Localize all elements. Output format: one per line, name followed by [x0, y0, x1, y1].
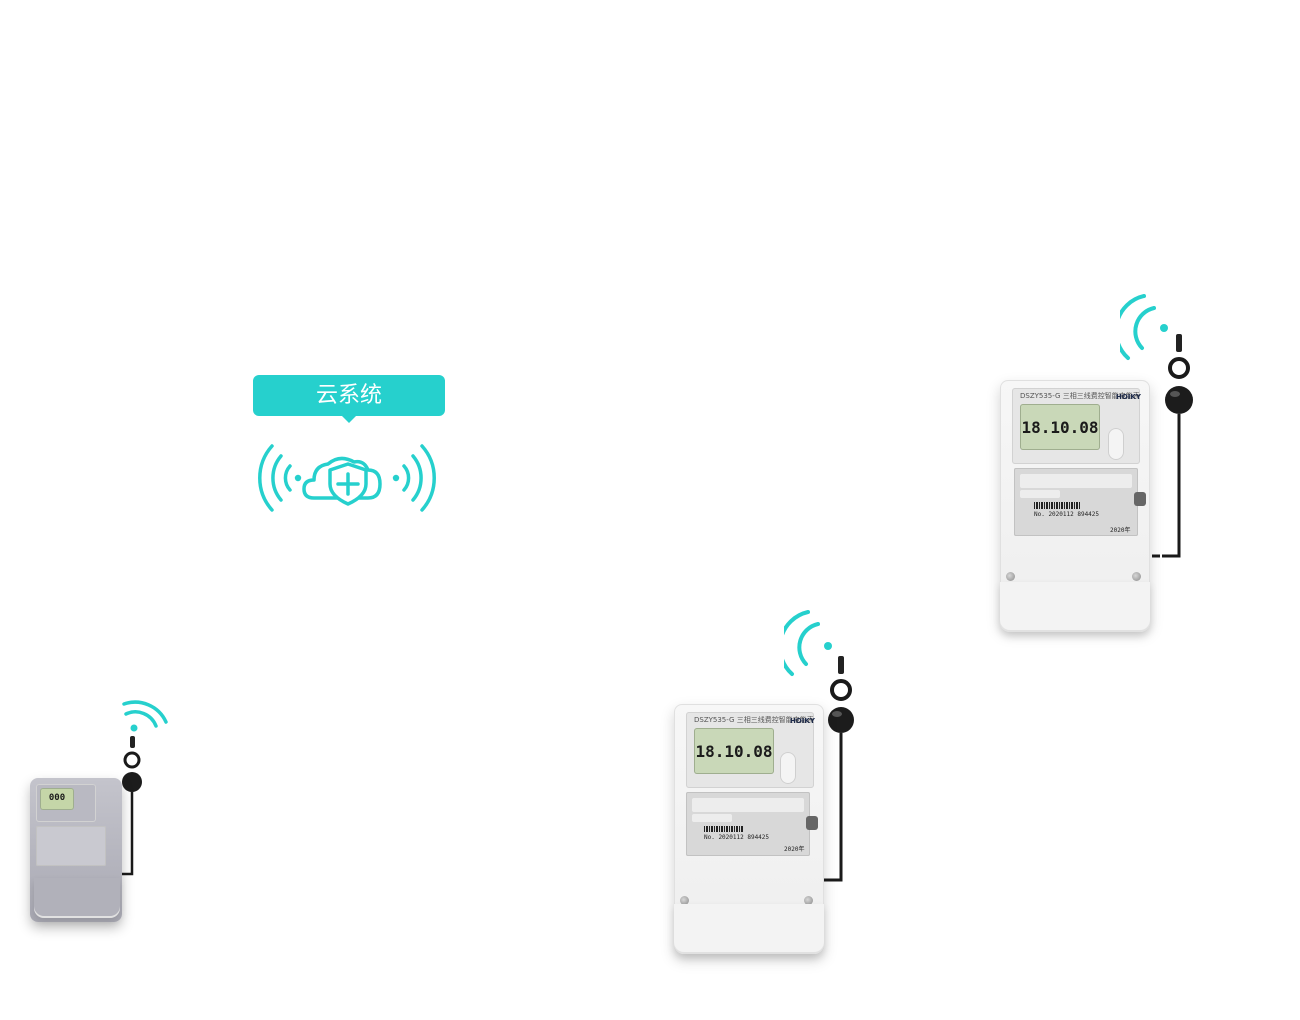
antenna-icon — [120, 736, 142, 876]
wifi-signal-icon — [784, 610, 832, 676]
meter-button — [780, 752, 796, 784]
meter-display-value: 18.10.08 — [695, 742, 773, 761]
meter-display-value: 000 — [48, 793, 66, 803]
barcode — [1034, 502, 1080, 509]
meter-button — [1108, 428, 1124, 460]
wifi-signal-icon — [122, 700, 168, 732]
cloud-system-label: 云系统 — [253, 375, 445, 423]
meter-serial: No. 2020112 894425 — [1034, 511, 1100, 518]
meter-brand: HOIKY — [790, 717, 815, 725]
smart-meter-2: DSZY535-G 三相三线费控智能电能表 HOIKY 18.10.08 No.… — [664, 608, 874, 968]
meter-lcd: 000 — [40, 788, 74, 810]
meter-year: 2020年 — [1110, 527, 1131, 534]
meter-terminal-cover — [1000, 582, 1150, 632]
meter-model: DSZY535-G 三相三线费控智能电能表 — [1020, 392, 1140, 400]
meter-serial: No. 2020112 894425 — [704, 834, 770, 841]
barcode — [704, 826, 744, 832]
meter-lcd: 18.10.08 — [1020, 404, 1100, 450]
meter-model: DSZY535-G 三相三线费控智能电能表 — [694, 716, 814, 724]
wifi-signal-icon — [1120, 294, 1168, 360]
antenna-icon — [1152, 334, 1193, 558]
antenna-icon — [822, 656, 854, 882]
smart-meter-3: 000 — [24, 694, 184, 934]
meter-lcd: 18.10.08 — [694, 728, 774, 774]
meter-year: 2020年 — [784, 846, 805, 853]
meter-brand: HOIKY — [1116, 393, 1141, 401]
cloud-shield-icon — [258, 444, 436, 512]
smart-meter-1: DSZY535-G 三相三线费控智能电能表 HOIKY 18.10.08 No.… — [990, 292, 1200, 642]
meter-display-value: 18.10.08 — [1021, 418, 1099, 437]
meter-terminal-cover — [674, 904, 824, 954]
